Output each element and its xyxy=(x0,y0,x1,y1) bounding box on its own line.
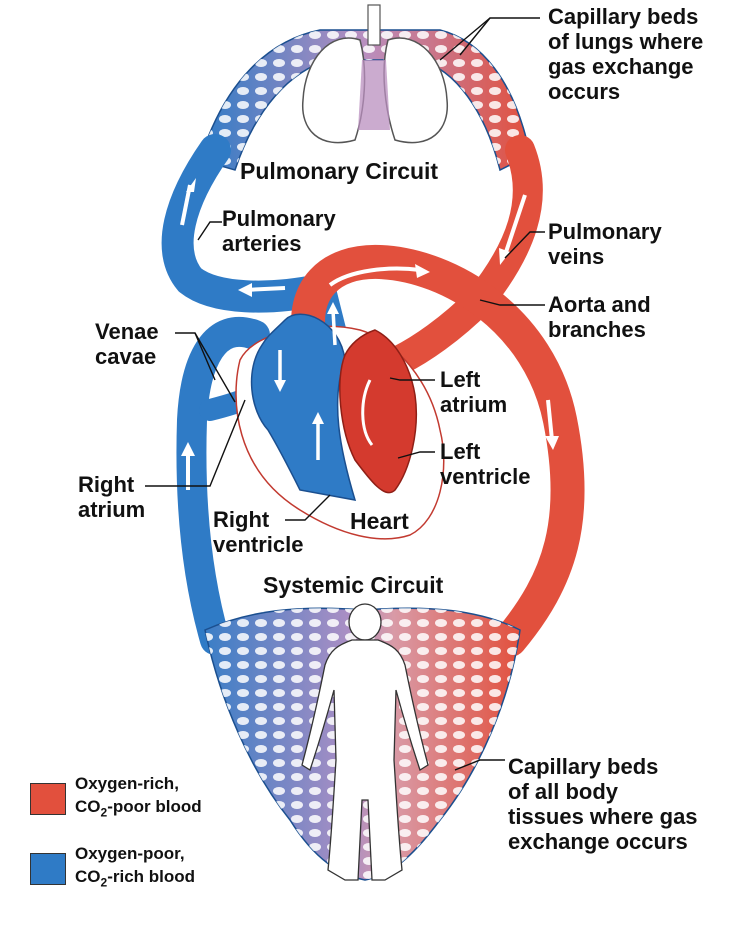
label-aorta-and-branches: Aorta and branches xyxy=(548,292,651,342)
label-left-ventricle: Left ventricle xyxy=(440,439,531,489)
lungs-icon xyxy=(302,4,448,144)
heart-icon xyxy=(235,302,445,540)
label-left-atrium: Left atrium xyxy=(440,367,508,417)
label-heart: Heart xyxy=(350,508,409,534)
leader-lines xyxy=(145,17,545,771)
label-systemic-circuit: Systemic Circuit xyxy=(263,572,444,598)
label-pulmonary-circuit: Pulmonary Circuit xyxy=(240,158,439,184)
venae-cavae-vessel xyxy=(176,316,270,655)
legend-label-oxygen-poor: Oxygen-poor, CO2-rich blood xyxy=(75,844,196,890)
human-body-icon xyxy=(301,603,429,881)
label-right-atrium: Right atrium xyxy=(78,472,146,522)
label-right-ventricle: Right ventricle xyxy=(213,507,304,557)
label-venae-cavae: Venae cavae xyxy=(95,319,159,369)
label-capillary-beds-body: Capillary beds of all body tissues where… xyxy=(508,754,698,854)
legend-label-oxygen-rich: Oxygen-rich, CO2-poor blood xyxy=(75,774,202,820)
legend-swatch-oxygen-poor xyxy=(30,853,66,885)
aorta-vessel xyxy=(291,244,585,657)
legend-swatch-oxygen-rich xyxy=(30,783,66,815)
label-pulmonary-arteries: Pulmonary arteries xyxy=(222,206,336,256)
label-pulmonary-veins: Pulmonary veins xyxy=(548,219,662,269)
label-capillary-beds-lungs: Capillary beds of lungs where gas exchan… xyxy=(548,4,704,104)
